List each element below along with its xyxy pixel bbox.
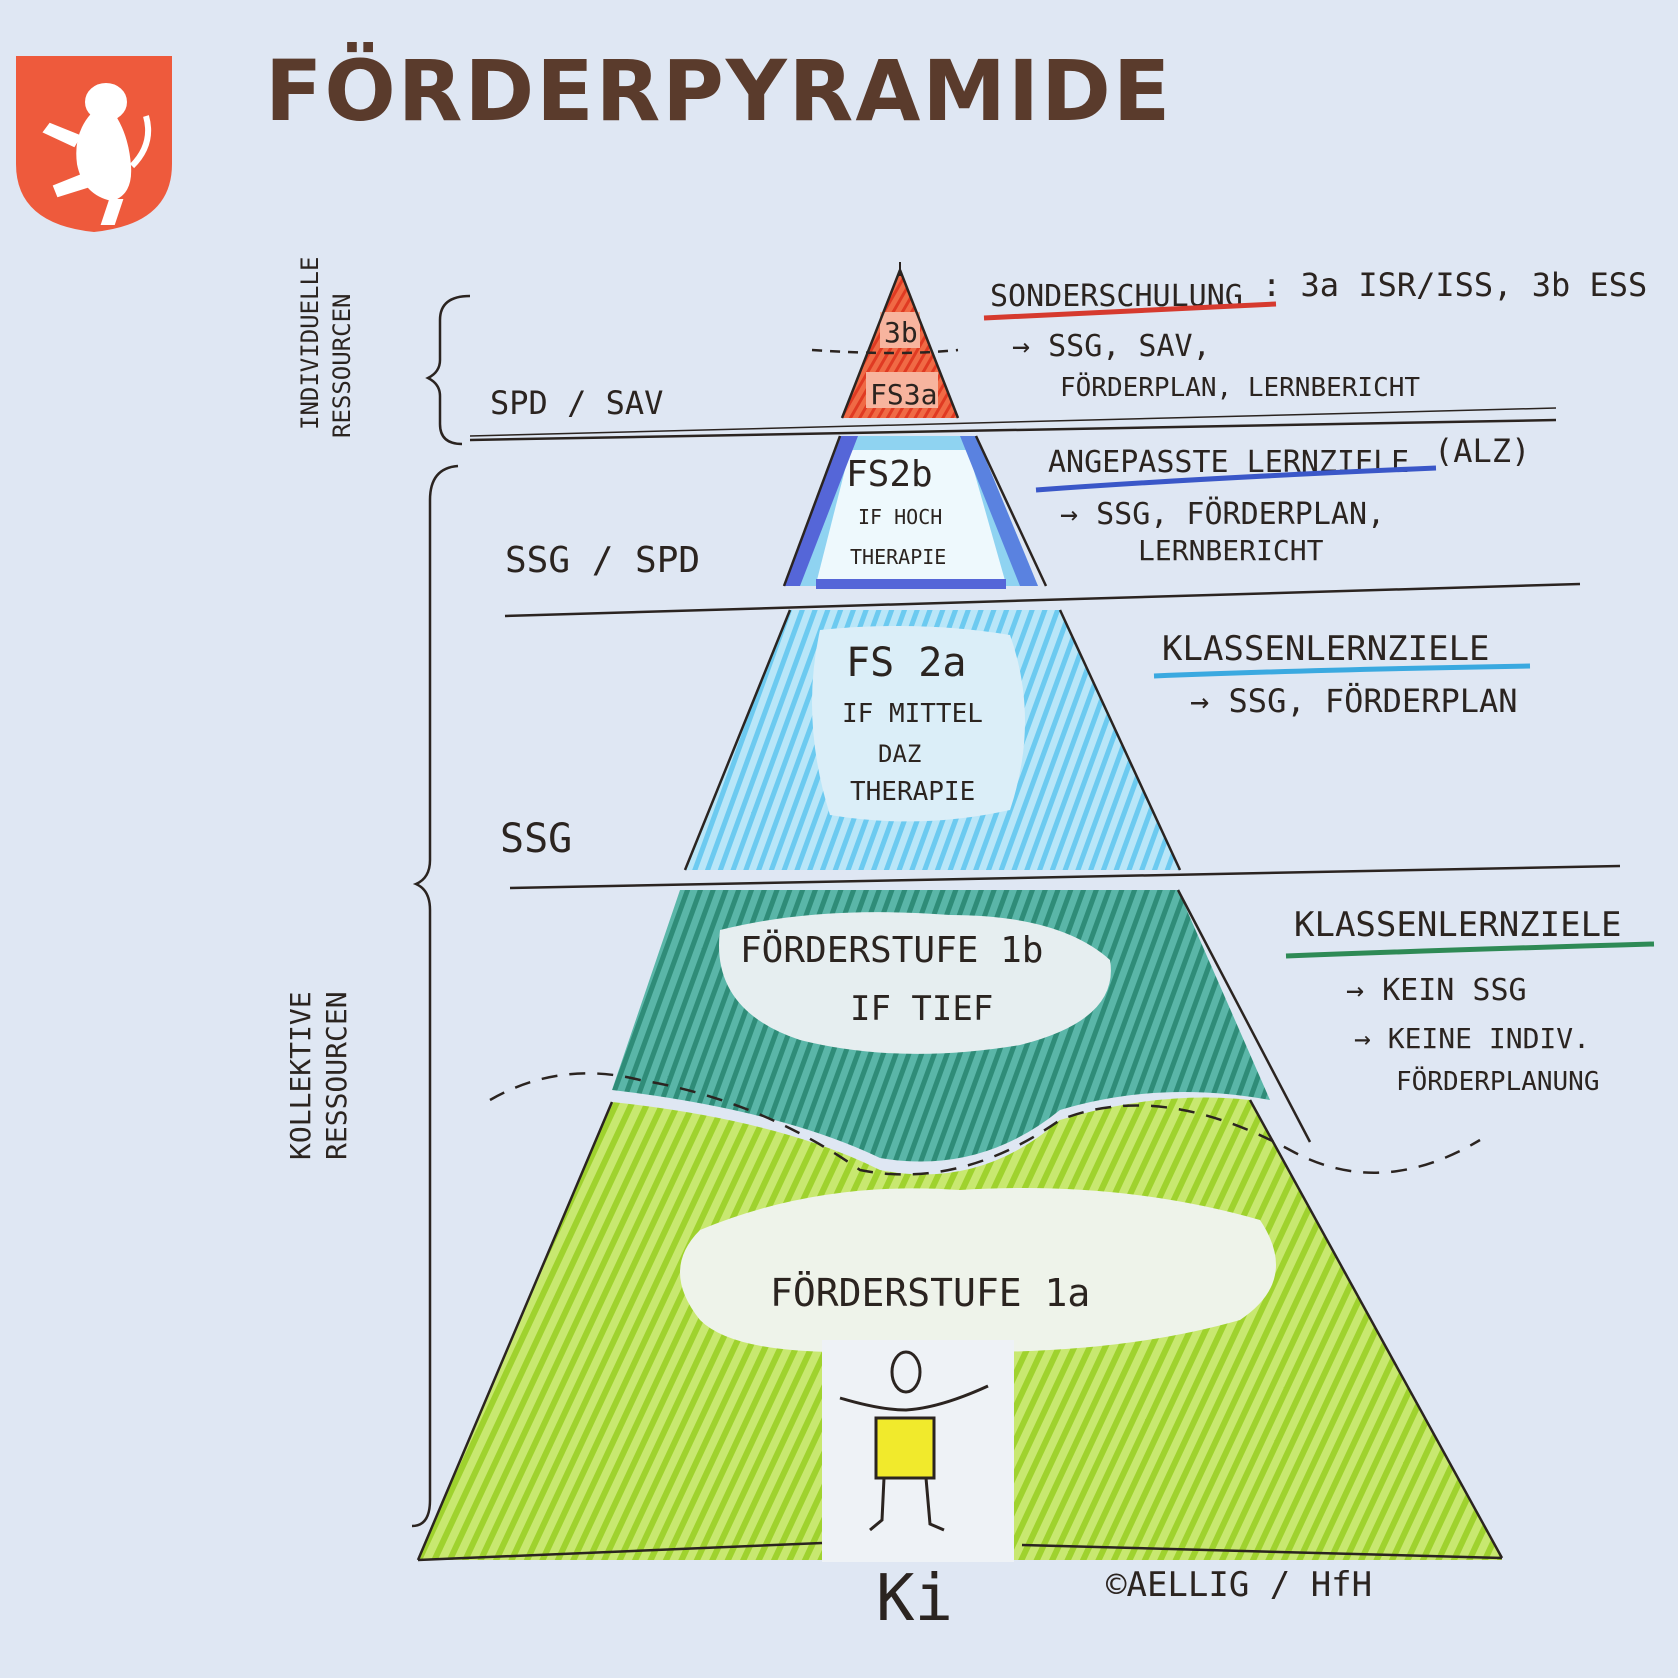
svg-text:→ SSG, SAV,: → SSG, SAV, (1012, 329, 1211, 364)
bracket-individual (425, 294, 471, 446)
child-figure-icon (839, 1350, 989, 1532)
level-fs2b-sub1: IF HOCH (858, 505, 942, 529)
svg-text:→ KEIN SSG: → KEIN SSG (1346, 973, 1527, 1008)
svg-text:INDIVIDUELLE: INDIVIDUELLE (296, 257, 324, 430)
level-fs3-shape (842, 262, 958, 418)
svg-text:RESSOURCEN: RESSOURCEN (328, 294, 356, 439)
level-fs1b-sub: IF TIEF (850, 989, 993, 1029)
svg-text:KOLLEKTIVE: KOLLEKTIVE (284, 991, 317, 1160)
svg-text:FÖRDERPLANUNG: FÖRDERPLANUNG (1396, 1065, 1600, 1097)
label-ssg-spd: SSG / SPD (505, 540, 700, 581)
note-klassenlernziele-b: KLASSENLERNZIELE → KEIN SSG → KEINE INDI… (1285, 905, 1655, 1097)
svg-text:LERNBERICHT: LERNBERICHT (1138, 534, 1324, 567)
child-label: Ki (876, 1562, 953, 1636)
level-fs2a-sub1: IF MITTEL (842, 699, 983, 729)
level-fs2a-sub3: THERAPIE (850, 777, 975, 807)
note-alz: ANGEPASSTE LERNZIELE (ALZ) → SSG, FÖRDER… (1035, 432, 1530, 567)
svg-text:RESSOURCEN: RESSOURCEN (320, 991, 353, 1160)
level-fs1b-shape (612, 890, 1270, 1162)
svg-text:(ALZ): (ALZ) (1434, 432, 1530, 470)
level-fs2b-label: FS2b (846, 454, 933, 495)
level-fs2a-sub2: DAZ (878, 740, 921, 768)
page-title: FÖRDERPYRAMIDE (265, 42, 1173, 140)
lion-crest-icon (16, 56, 172, 232)
bracket-collective (411, 464, 459, 1528)
level-fs2a-shape (685, 610, 1180, 870)
pyramid-outline (416, 269, 1621, 1562)
side-label-individual: INDIVIDUELLE RESSOURCEN (296, 257, 356, 438)
svg-text:→ SSG, FÖRDERPLAN,: → SSG, FÖRDERPLAN, (1060, 496, 1385, 532)
svg-text:KLASSENLERNZIELE: KLASSENLERNZIELE (1294, 905, 1622, 945)
level-fs1a-label: FÖRDERSTUFE 1a (770, 1271, 1090, 1315)
level-fs1b-label: FÖRDERSTUFE 1b (740, 929, 1043, 971)
level-fs2b-shape (784, 436, 1038, 589)
level-fs2a-label: FS 2a (846, 640, 966, 686)
note-sonderschulung: SONDERSCHULUNG : 3a ISR/ISS, 3b ESS → SS… (983, 266, 1647, 403)
svg-text:ANGEPASSTE LERNZIELE: ANGEPASSTE LERNZIELE (1048, 445, 1409, 480)
svg-text:: 3a ISR/ISS, 3b ESS: : 3a ISR/ISS, 3b ESS (1262, 266, 1647, 304)
level-fs3a-label: FS3a (870, 378, 937, 411)
svg-text:→ KEINE INDIV.: → KEINE INDIV. (1354, 1022, 1590, 1055)
level-fs2b-sub2: THERAPIE (850, 545, 946, 569)
note-klassenlernziele-a: KLASSENLERNZIELE → SSG, FÖRDERPLAN (1153, 629, 1531, 720)
label-spd-sav: SPD / SAV (490, 384, 663, 422)
svg-text:KLASSENLERNZIELE: KLASSENLERNZIELE (1162, 629, 1490, 669)
svg-text:→ SSG, FÖRDERPLAN: → SSG, FÖRDERPLAN (1190, 682, 1518, 720)
level-fs3b-label: 3b (884, 316, 918, 349)
side-label-collective: KOLLEKTIVE RESSOURCEN (284, 991, 353, 1160)
svg-text:FÖRDERPLAN, LERNBERICHT: FÖRDERPLAN, LERNBERICHT (1060, 371, 1420, 403)
level-fs1a-shape (418, 1097, 1502, 1562)
label-ssg: SSG (500, 816, 572, 862)
credit-text: ©AELLIG / HfH (1106, 1565, 1372, 1605)
